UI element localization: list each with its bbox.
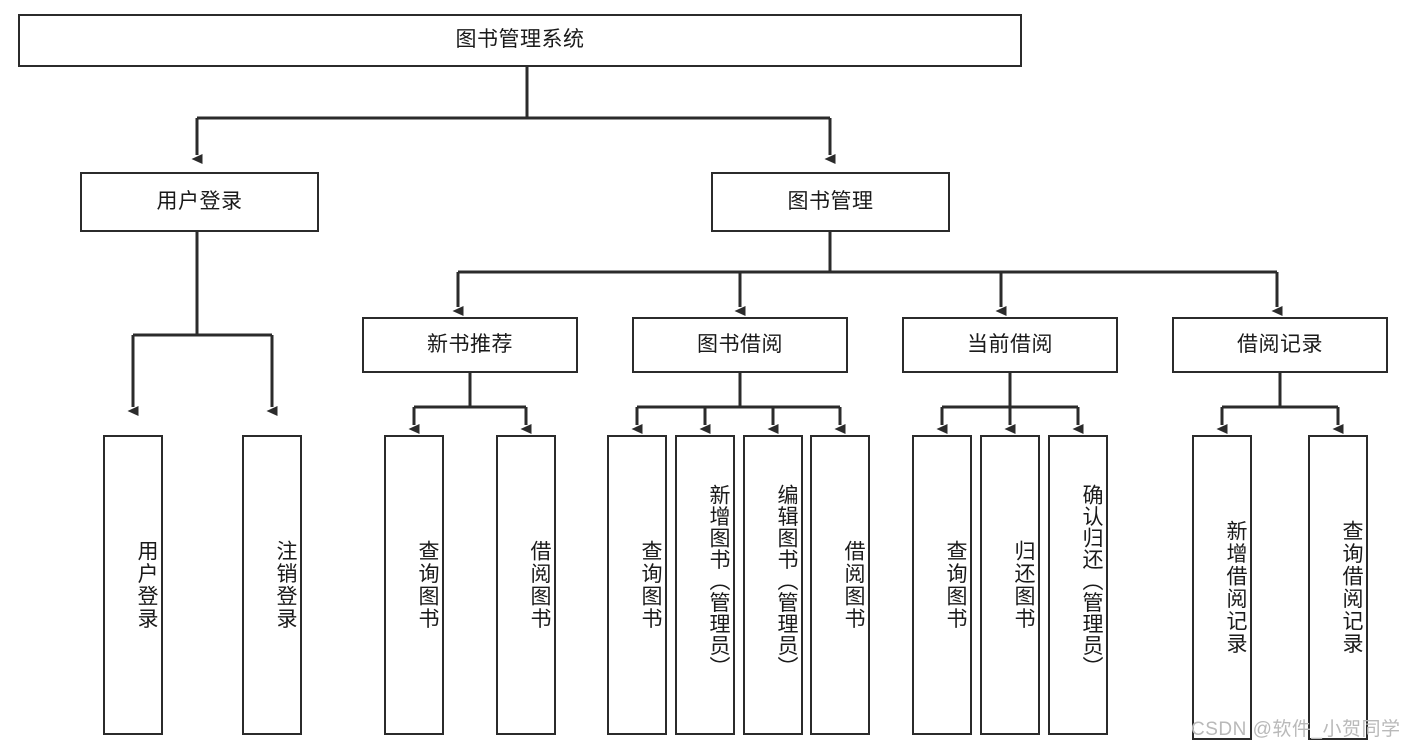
- leaf-newbook-borrow-book[interactable]: 借阅图书: [496, 435, 556, 735]
- leaf-record-add-record[interactable]: 新增借阅记录: [1192, 435, 1252, 740]
- leaf-borrow-add-book-admin-label: 新增图书（管理员）: [707, 484, 730, 678]
- leaf-current-confirm-return-admin-label: 确认归还（管理员）: [1080, 484, 1103, 678]
- leaf-user-login-label: 用户登录: [135, 540, 158, 630]
- leaf-newbook-query-book-label: 查询图书: [416, 540, 439, 630]
- leaf-current-return-book[interactable]: 归还图书: [980, 435, 1040, 735]
- leaf-record-add-record-label: 新增借阅记录: [1224, 520, 1247, 655]
- leaf-borrow-borrow-book-label: 借阅图书: [842, 540, 865, 630]
- csdn-watermark: CSDN @软件_小贺同学: [1191, 719, 1401, 740]
- node-root-label: 图书管理系统: [455, 28, 585, 52]
- node-borrow-record-label: 借阅记录: [1237, 332, 1323, 356]
- leaf-user-logout[interactable]: 注销登录: [242, 435, 302, 735]
- leaf-borrow-query-book-label: 查询图书: [639, 540, 662, 630]
- node-user-login[interactable]: 用户登录: [80, 172, 319, 232]
- leaf-current-query-book-label: 查询图书: [944, 540, 967, 630]
- node-book-management-label: 图书管理: [787, 189, 874, 213]
- node-current-borrow[interactable]: 当前借阅: [902, 317, 1118, 373]
- node-root[interactable]: 图书管理系统: [18, 14, 1022, 67]
- node-borrow-record[interactable]: 借阅记录: [1172, 317, 1388, 373]
- leaf-borrow-query-book[interactable]: 查询图书: [607, 435, 667, 735]
- node-book-borrow-label: 图书借阅: [697, 332, 783, 356]
- leaf-borrow-add-book-admin[interactable]: 新增图书（管理员）: [675, 435, 735, 735]
- node-new-book-recommend[interactable]: 新书推荐: [362, 317, 578, 373]
- leaf-user-login[interactable]: 用户登录: [103, 435, 163, 735]
- leaf-current-confirm-return-admin[interactable]: 确认归还（管理员）: [1048, 435, 1108, 735]
- leaf-borrow-borrow-book[interactable]: 借阅图书: [810, 435, 870, 735]
- leaf-current-query-book[interactable]: 查询图书: [912, 435, 972, 735]
- leaf-user-logout-label: 注销登录: [274, 540, 297, 630]
- node-current-borrow-label: 当前借阅: [967, 332, 1053, 356]
- node-user-login-label: 用户登录: [156, 189, 243, 213]
- node-new-book-recommend-label: 新书推荐: [427, 332, 513, 356]
- leaf-record-query-record[interactable]: 查询借阅记录: [1308, 435, 1368, 740]
- node-book-borrow[interactable]: 图书借阅: [632, 317, 848, 373]
- leaf-newbook-borrow-book-label: 借阅图书: [528, 540, 551, 630]
- node-book-management[interactable]: 图书管理: [711, 172, 950, 232]
- leaf-current-return-book-label: 归还图书: [1012, 540, 1035, 630]
- leaf-record-query-record-label: 查询借阅记录: [1340, 520, 1363, 655]
- leaf-borrow-edit-book-admin[interactable]: 编辑图书（管理员）: [743, 435, 803, 735]
- leaf-borrow-edit-book-admin-label: 编辑图书（管理员）: [775, 484, 798, 678]
- leaf-newbook-query-book[interactable]: 查询图书: [384, 435, 444, 735]
